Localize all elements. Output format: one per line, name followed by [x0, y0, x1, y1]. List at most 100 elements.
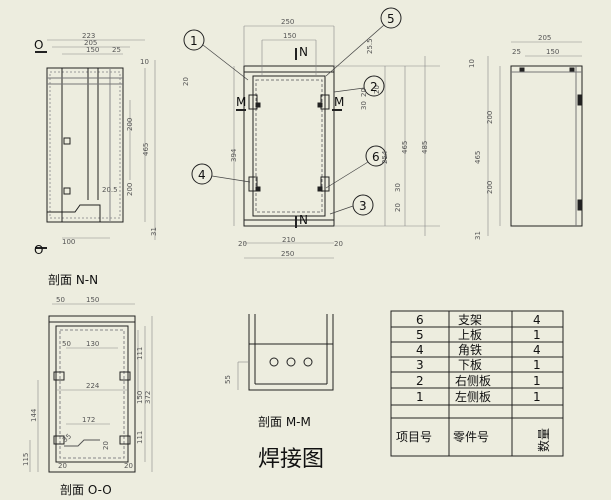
- nn-section-label-bottom: O: [34, 243, 43, 257]
- bom-row: 1 左侧板 1: [416, 389, 541, 404]
- nn-dim-200a: 200: [126, 118, 134, 131]
- bom-header-row: 项目号 零件号 数量: [396, 428, 551, 452]
- front-dim-150-top: 150: [283, 32, 296, 40]
- nn-section-label-top: O: [34, 38, 43, 52]
- nn-dim-100: 100: [62, 238, 75, 246]
- front-dim-20-r1: 20: [360, 88, 368, 97]
- bom-row-name: 上板: [458, 328, 482, 342]
- oo-dim-50b: 50: [62, 340, 71, 348]
- nn-dim-10: 10: [140, 58, 149, 66]
- oo-dim-144: 144: [30, 408, 38, 422]
- oo-dim-20b: 20: [58, 462, 67, 470]
- view-section-nn: [35, 39, 156, 249]
- bom-table: [390, 310, 564, 457]
- bom-row-name: 右侧板: [455, 373, 491, 388]
- side-dim-31: 31: [474, 231, 482, 240]
- drawing-title: 焊接图: [258, 447, 324, 472]
- view-side: [487, 41, 583, 236]
- bom-row-name: 左侧板: [455, 389, 491, 404]
- balloon-3: 3: [359, 199, 367, 213]
- front-dim-394: 394: [230, 148, 238, 162]
- nn-dim-150: 150: [86, 46, 99, 54]
- bom-row-no: 3: [416, 358, 424, 372]
- bom-row-qty: 4: [533, 343, 541, 357]
- side-dim-150: 150: [546, 48, 559, 56]
- front-dim-254: 254: [381, 150, 389, 164]
- nn-dim-31: 31: [150, 227, 158, 236]
- side-dim-200b: 200: [486, 181, 494, 194]
- side-dim-25: 25: [512, 48, 521, 56]
- front-dim-250-top: 250: [281, 18, 294, 26]
- bom-row-name: 支架: [458, 313, 482, 327]
- front-dim-250-bottom: 250: [281, 250, 294, 258]
- bom-row-name: 角铁: [458, 343, 482, 357]
- nn-dim-465: 465: [142, 143, 150, 156]
- bom-row-qty: 1: [533, 328, 541, 342]
- side-dim-205: 205: [538, 34, 551, 42]
- balloon-4: 4: [198, 168, 206, 182]
- balloon-6: 6: [372, 150, 380, 164]
- view-section-mm: [237, 314, 334, 391]
- bom-row-name: 下板: [458, 358, 482, 372]
- front-dim-20-left: 20: [182, 77, 190, 86]
- bom-row: 4 角铁 4: [416, 343, 541, 357]
- bom-row-no: 2: [416, 374, 424, 388]
- oo-dim-111a: 111: [136, 347, 144, 360]
- view-front: [183, 7, 440, 259]
- nn-dim-223: 223: [82, 32, 95, 40]
- bom-row: 5 上板 1: [416, 328, 541, 342]
- bom-header-name: 零件号: [453, 430, 489, 444]
- front-label-m-right: M: [334, 95, 344, 109]
- nn-dim-205: 205: [84, 39, 97, 47]
- nn-dim-25: 25: [112, 46, 121, 54]
- bom-header-no: 项目号: [396, 430, 432, 444]
- oo-dim-130: 130: [86, 340, 99, 348]
- front-label-m-left: M: [236, 95, 246, 109]
- oo-dim-50a: 50: [56, 296, 65, 304]
- front-dim-20-b2: 20: [334, 240, 343, 248]
- bom-rows: 6 支架 4 5 上板 1 4 角铁 4 3 下板 1 2 右侧板 1 1 左侧…: [396, 313, 551, 452]
- bom-row-no: 1: [416, 390, 424, 404]
- bom-row: 6 支架 4: [416, 313, 541, 327]
- front-dim-20-r3: 20: [394, 203, 402, 212]
- front-dim-20-r2: 20: [373, 85, 381, 94]
- nn-dim-20-5: 20.5: [102, 186, 118, 194]
- bom-row-no: 5: [416, 328, 424, 342]
- oo-dim-172: 172: [82, 416, 95, 424]
- front-label-n-top: N: [299, 45, 308, 59]
- front-dim-485: 485: [421, 141, 429, 154]
- oo-caption: 剖面 O-O: [60, 483, 112, 497]
- front-dim-30-r2: 30: [394, 183, 402, 192]
- balloon-5: 5: [387, 12, 395, 26]
- oo-dim-150v: 150: [136, 391, 144, 404]
- bom-row-qty: 1: [533, 358, 541, 372]
- bom-row-no: 4: [416, 343, 424, 357]
- front-dim-30-r1: 30: [360, 101, 368, 110]
- side-dim-10: 10: [468, 59, 476, 68]
- oo-dim-224: 224: [86, 382, 100, 390]
- mm-dim-55: 55: [224, 375, 232, 384]
- balloon-1: 1: [190, 34, 198, 48]
- side-dim-200a: 200: [486, 111, 494, 124]
- oo-dim-111b: 111: [136, 431, 144, 444]
- bom-row-qty: 1: [533, 390, 541, 404]
- bom-row: 2 右侧板 1: [416, 373, 541, 388]
- oo-dim-20a: 20: [102, 441, 110, 450]
- bom-row-qty: 4: [533, 313, 541, 327]
- nn-dim-200b: 200: [126, 183, 134, 196]
- oo-dim-115: 115: [22, 453, 30, 466]
- bom-row-no: 6: [416, 313, 424, 327]
- bom-header-qty: 数量: [536, 428, 551, 452]
- oo-dim-150: 150: [86, 296, 99, 304]
- nn-caption: 剖面 N-N: [48, 273, 98, 287]
- front-dim-20-b1: 20: [238, 240, 247, 248]
- balloon-2: 2: [370, 80, 378, 94]
- view-section-oo: [29, 303, 153, 473]
- front-dim-465: 465: [401, 141, 409, 154]
- side-dim-465: 465: [474, 151, 482, 164]
- front-dim-25-5: 25.5: [366, 38, 374, 54]
- mm-caption: 剖面 M-M: [258, 415, 311, 429]
- oo-dim-372: 372: [144, 391, 152, 404]
- oo-dim-35: 35: [61, 432, 73, 444]
